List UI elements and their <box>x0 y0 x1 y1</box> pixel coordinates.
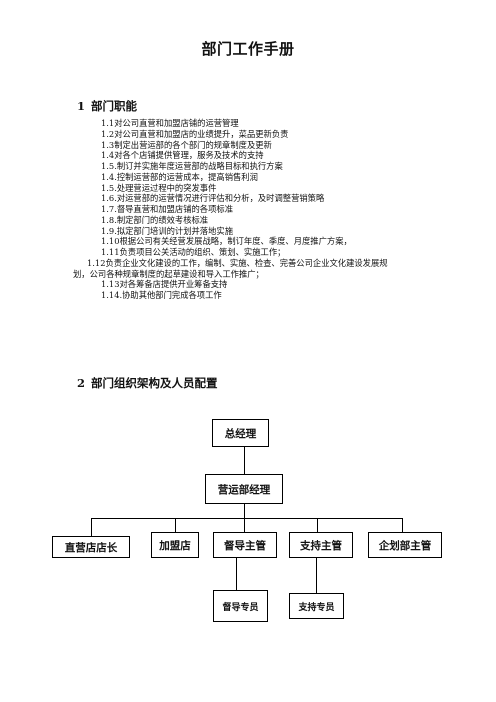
list-item: 1.12负责企业文化建设的工作，编制、实施、检查、完善公司企业文化建设发展规划，… <box>73 258 392 280</box>
org-box-planning-head: 企划部主管 <box>368 532 442 558</box>
list-item: 1.6.对运营部的运营情况进行评估和分析，及时调整营销策略 <box>101 193 325 204</box>
list-item: 1.3制定出营运部的各个部门的规章制度及更新 <box>101 139 272 150</box>
list-item: 1.7.督导直营和加盟店铺的各项标准 <box>101 204 233 214</box>
list-item: 1.4对各个店铺提供管理，服务及技术的支持 <box>101 150 264 161</box>
org-box-general-manager: 总经理 <box>212 419 269 447</box>
list-item: 1.2对公司直营和加盟店的业绩提升，菜品更新负责 <box>101 128 289 139</box>
section-heading-org: 2 部门组织架构及人员配置 <box>77 375 218 391</box>
connector-support <box>317 518 318 532</box>
connector-gm-ops <box>244 447 245 474</box>
connector-supervisor-staff <box>236 558 237 590</box>
list-item: 1.13对各筹备店提供开业筹备支持 <box>101 279 228 290</box>
connector-bus <box>91 518 402 519</box>
list-item: 1.8.制定部门的绩效考核标准 <box>101 214 209 225</box>
function-list: 1.1对公司直营和加盟店铺的运营管理 1.2对公司直营和加盟店的业绩提升，菜品更… <box>73 118 392 301</box>
org-box-direct-store-manager: 直营店店长 <box>52 536 130 558</box>
list-item: 1.1对公司直营和加盟店铺的运营管理 <box>101 118 239 128</box>
connector-franchise <box>175 518 176 532</box>
org-box-support-staff: 支持专员 <box>289 593 344 619</box>
list-item: 1.11负责项目公关活动的组织、策划、实施工作； <box>101 247 286 257</box>
list-item: 1.14.协助其他部门完成各项工作 <box>101 290 222 300</box>
org-box-supervisor-staff: 督导专员 <box>213 590 268 622</box>
org-box-franchise: 加盟店 <box>151 532 199 558</box>
section-heading-functions: 1 部门职能 <box>77 98 137 114</box>
list-item: 1.4.控制运营部的运营成本，提高销售利润 <box>101 171 258 182</box>
connector-supervisor <box>244 518 245 532</box>
connector-planning <box>402 518 403 532</box>
connector-support-staff <box>316 558 317 593</box>
list-item-text: 1.12负责企业文化建设的工作，编制、实施、检查、完善公司企业文化建设发展规划，… <box>73 257 388 279</box>
list-item: 1.10根据公司有关经营发展战略，制订年度、季度、月度推广方案， <box>101 236 352 247</box>
list-item: 1.5.处理营运过程中的突发事件 <box>101 182 217 193</box>
list-item: 1.5.制订并实施年度运营部的战略目标和执行方案 <box>101 161 283 171</box>
org-box-support-head: 支持主管 <box>289 532 353 558</box>
org-box-ops-manager: 营运部经理 <box>205 474 283 504</box>
section-title: 部门组织架构及人员配置 <box>91 376 218 390</box>
org-box-supervisor-head: 督导主管 <box>213 532 277 558</box>
connector-ops-bus <box>244 504 245 518</box>
page-title: 部门工作手册 <box>201 40 295 58</box>
section-title: 部门职能 <box>91 99 138 113</box>
section-number: 2 <box>77 376 86 390</box>
section-number: 1 <box>77 99 86 113</box>
list-item: 1.9.拟定部门培训的计划并落地实施 <box>101 225 233 236</box>
connector-direct <box>91 518 92 536</box>
